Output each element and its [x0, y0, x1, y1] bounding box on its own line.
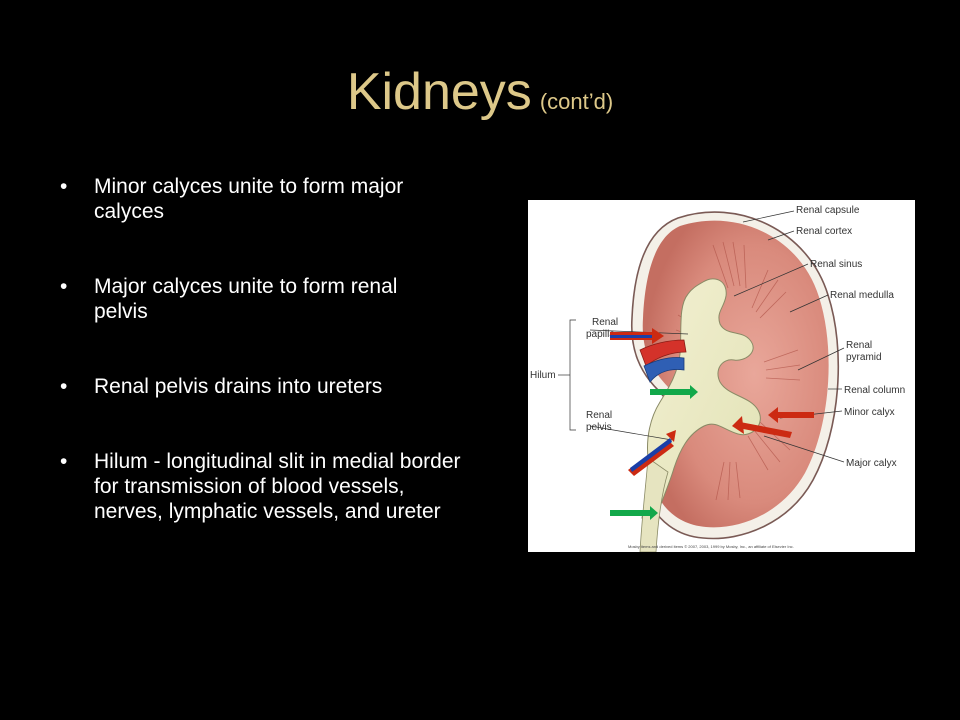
bullet-dot-icon: • [60, 175, 68, 198]
green-arrow-icon [610, 506, 658, 520]
title-suffix: (cont’d) [539, 89, 614, 114]
bullet-item: •Major calyces unite to form renal pelvi… [60, 275, 398, 323]
label-renal-pelvis-line2: pelvis [586, 422, 612, 433]
label-renal-papilla-line2: papilla [586, 329, 615, 340]
bullet-list: •Minor calyces unite to form major calyc… [56, 174, 476, 574]
label-renal-pyramid-line1: Renal [846, 340, 872, 351]
label-renal-sinus: Renal sinus [810, 259, 862, 270]
blue-arrow-icon [610, 328, 664, 344]
kidney-diagram: Renal capsule Renal cortex Renal sinus R… [528, 200, 915, 552]
blue-arrow-icon [628, 430, 676, 476]
bullet-item: •Renal pelvis drains into ureters [60, 375, 383, 398]
green-arrow-icon [650, 385, 698, 399]
label-renal-pelvis-line1: Renal [586, 410, 612, 421]
label-renal-papilla-line1: Renal [592, 317, 618, 328]
label-leader-lines [558, 210, 845, 463]
bullet-item: •Minor calyces unite to form major calyc… [60, 175, 404, 223]
slide-title: Kidneys (cont’d) [0, 62, 960, 122]
title-main: Kidneys [346, 63, 532, 121]
label-renal-pyramid-line2: pyramid [846, 352, 882, 363]
bullet-dot-icon: • [60, 450, 68, 473]
annotation-arrows [610, 328, 814, 520]
red-arrow-icon [732, 416, 792, 438]
renal-artery-shape [639, 339, 687, 367]
label-major-calyx: Major calyx [846, 458, 897, 469]
bullet-dot-icon: • [60, 375, 68, 398]
label-renal-cortex: Renal cortex [796, 226, 852, 237]
label-renal-medulla: Renal medulla [830, 290, 894, 301]
label-renal-capsule: Renal capsule [796, 205, 860, 216]
renal-vein-shape [643, 357, 685, 383]
renal-pelvis-shape [641, 278, 761, 519]
kidney-illustration: Renal capsule Renal cortex Renal sinus R… [530, 205, 905, 552]
figure-credit: Mosby items and derived items © 2007, 20… [628, 544, 794, 549]
renal-pyramid-striations [675, 241, 801, 501]
bullet-dot-icon: • [60, 275, 68, 298]
red-arrow-icon [768, 407, 814, 423]
ureter-shape [639, 457, 669, 552]
label-renal-column: Renal column [844, 385, 905, 396]
label-hilum: Hilum [530, 370, 556, 381]
label-minor-calyx: Minor calyx [844, 407, 895, 418]
bullet-item: •Hilum - longitudinal slit in medial bor… [60, 450, 461, 523]
